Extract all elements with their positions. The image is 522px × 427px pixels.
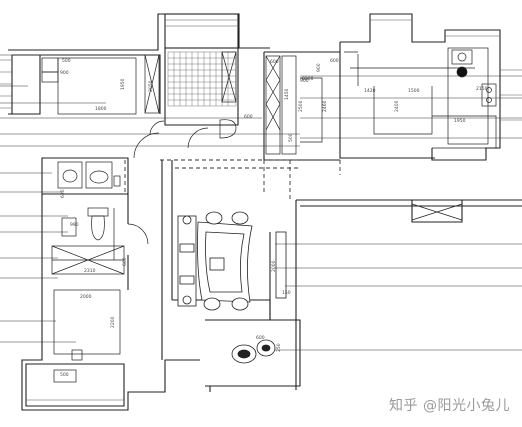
dim-text: 500 (288, 133, 294, 142)
dim-text: 600 (244, 114, 253, 120)
window-lines (0, 19, 522, 401)
dim-text: 1450 (284, 88, 290, 100)
dim-text: 1500 (408, 88, 420, 94)
outer-walls (8, 13, 522, 411)
dim-text: 2400 (394, 100, 400, 112)
dim-text: 900 (300, 78, 309, 84)
dim-text: 150 (282, 290, 291, 296)
dim-text: 2310 (84, 268, 96, 274)
bedroom-1-furniture (41, 54, 160, 115)
dim-text: 1950 (120, 78, 126, 90)
dim-text: 8200 (302, 76, 314, 82)
dim-text: 2000 (80, 294, 92, 300)
dim-text: 600 (270, 59, 279, 65)
dim-text: 2500 (298, 100, 304, 112)
dim-text: 1420 (364, 88, 376, 94)
bedroom-2-furniture (53, 289, 121, 383)
dining-set (231, 339, 276, 364)
right-room-fixtures (411, 203, 463, 221)
dim-text: 600 (330, 58, 339, 64)
dim-text: 250 (276, 343, 282, 352)
dim-text: 630 (60, 189, 66, 198)
tiled-floor (167, 51, 237, 107)
dim-text: 600 (122, 257, 128, 266)
dim-text: 500 (62, 58, 71, 64)
bath-fixtures (133, 51, 237, 159)
dashed-openings (124, 159, 341, 200)
living-room-furniture (177, 211, 287, 311)
dim-text: 2000 (271, 260, 277, 272)
bed-1 (57, 57, 137, 115)
dim-text: 2460 (322, 100, 328, 112)
leader-lines (0, 54, 522, 351)
dim-text: 990 (70, 222, 79, 228)
dim-text: 900 (316, 63, 322, 72)
dim-text: 600 (256, 335, 265, 341)
wc-fixtures (57, 161, 149, 260)
watermark: 知乎 @阳光小兔儿 (389, 398, 510, 414)
dim-text: 2150 (476, 86, 488, 92)
dim-text: 900 (60, 70, 69, 76)
kitchen-fixtures (344, 47, 497, 149)
dim-text: 2050 (148, 80, 154, 92)
dim-text: 2200 (110, 316, 116, 328)
dim-text: 500 (60, 372, 69, 378)
dim-text: 1800 (95, 106, 107, 112)
wardrobe (265, 55, 323, 155)
hall-cabinet (51, 245, 125, 275)
bed-2 (53, 289, 121, 355)
dimensions: 500 900 1950 1800 2050 600 600 900 1450 … (60, 58, 488, 378)
dim-text: 1950 (454, 118, 466, 124)
